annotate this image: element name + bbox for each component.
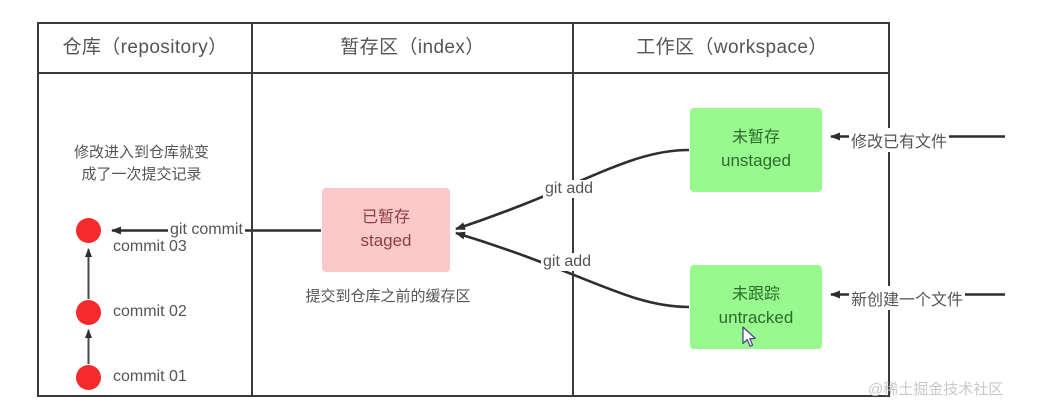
unstaged-box-label-en: unstaged [721, 151, 791, 170]
untracked-box: 未跟踪 untracked [690, 265, 822, 349]
staged-box-label-en: staged [360, 231, 412, 250]
edge-git-add-untracked-arrow [455, 231, 690, 309]
untracked-box-label-en: untracked [718, 308, 794, 327]
column-header-repository: 仓库（repository） [62, 37, 228, 58]
unstaged-box: 未暂存 unstaged [690, 108, 822, 192]
untracked-box-label-cn: 未跟踪 [731, 286, 780, 303]
column-header-index: 暂存区（index） [340, 37, 485, 58]
repository-note: 修改进入到仓库就变 成了一次提交记录 [73, 144, 209, 183]
edge-label-git-add-untracked: git add [541, 253, 594, 271]
staged-box: 已暂存 staged [322, 188, 450, 272]
header-divider [37, 72, 890, 74]
unstaged-box-label-cn: 未暂存 [731, 129, 780, 146]
commit-dot-01 [76, 365, 101, 390]
commit-dot-03 [76, 218, 101, 243]
column-divider-repository-index [251, 22, 253, 397]
column-header-workspace: 工作区（workspace） [636, 37, 828, 58]
commit-label-03: commit 03 [113, 238, 187, 255]
edge-label-git-add-unstaged: git add [543, 180, 596, 198]
edge-label-git-commit: git commit [168, 221, 245, 239]
diagram-frame [37, 22, 890, 397]
edge-label-create-new: 新创建一个文件 [849, 286, 966, 310]
index-note: 提交到仓库之前的缓存区 [305, 288, 471, 305]
commit-label-02: commit 02 [113, 303, 187, 320]
mouse-pointer-icon [742, 326, 756, 347]
edge-git-add-unstaged-arrow [455, 148, 690, 231]
edge-label-modify-existing: 修改已有文件 [849, 128, 950, 152]
column-divider-index-workspace [572, 22, 574, 397]
commit-dot-02 [76, 300, 101, 325]
commit-label-01: commit 01 [113, 368, 187, 385]
watermark: @稀土掘金技术社区 [868, 381, 1004, 398]
staged-box-label-cn: 已暂存 [361, 209, 410, 226]
